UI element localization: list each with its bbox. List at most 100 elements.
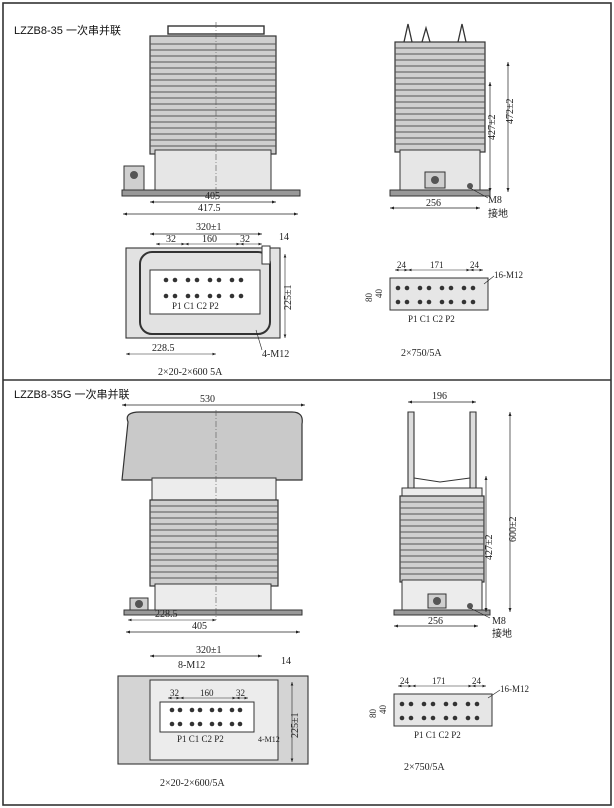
terminal-hole <box>185 293 191 299</box>
terminal-hole <box>197 707 203 713</box>
terminal-hole <box>207 293 213 299</box>
terminal-hole <box>399 701 405 707</box>
dim-32b: 32 <box>240 234 250 245</box>
b-16m12-leader <box>487 689 501 699</box>
panel-a-side-view: 427±2 472±2 256 M8 接地 <box>389 23 516 220</box>
terminal-hole <box>207 277 213 283</box>
secondary-holes <box>395 285 476 305</box>
dim-b225: 225±1 <box>290 713 301 739</box>
terminal-hole <box>421 715 427 721</box>
panel-a-front-view: 405 417.5 <box>121 22 301 216</box>
terminal-hole <box>177 707 183 713</box>
terminal-hole <box>194 277 200 283</box>
b-side-ribs <box>400 501 484 575</box>
dim-196: 196 <box>432 391 447 402</box>
lower-body <box>154 149 272 193</box>
dim-14: 14 <box>279 232 289 243</box>
dim-171: 171 <box>430 260 444 270</box>
dim-b405: 405 <box>192 621 207 632</box>
dim-160: 160 <box>202 234 217 245</box>
b-m8-leader <box>469 607 491 619</box>
b-side-base <box>393 609 491 616</box>
terminal-hole <box>474 701 480 707</box>
dim-b14: 14 <box>281 656 291 667</box>
terminal-hole <box>408 701 414 707</box>
b-secondary-holes <box>399 701 480 721</box>
panel-b-top-view: 320±1 8-M12 14 32 160 32 P1 C1 C2 P2 4-M… <box>117 645 309 789</box>
terminal-hole <box>452 715 458 721</box>
terminal-hole <box>229 721 235 727</box>
terminal-hole <box>177 721 183 727</box>
secondary-board <box>389 277 489 311</box>
terminal-hole <box>216 293 222 299</box>
base-plate <box>121 189 301 197</box>
terminal-hole <box>189 721 195 727</box>
terminal-hole <box>229 293 235 299</box>
primary-loop <box>139 251 271 335</box>
terminal-hole <box>197 721 203 727</box>
16m12-leader <box>483 275 495 285</box>
rating-b-secondary: 2×750/5A <box>404 762 445 773</box>
dim-b32a: 32 <box>170 688 179 698</box>
terminal-hole <box>426 299 432 305</box>
dim-228: 228.5 <box>152 343 175 354</box>
secondary-labels: P1 C1 C2 P2 <box>408 314 455 324</box>
dim-b228: 228.5 <box>155 609 178 620</box>
m8-bolt <box>467 183 473 189</box>
insulator-body <box>149 35 277 155</box>
terminal-hole <box>216 277 222 283</box>
terminal-hole <box>395 299 401 305</box>
terminal-hole <box>169 707 175 713</box>
dim-b32b: 32 <box>236 688 245 698</box>
m12-leader <box>255 329 263 351</box>
panel-b-front-view: 530 228.5 405 <box>121 394 305 634</box>
b-secondary-labels: P1 C1 C2 P2 <box>414 730 461 740</box>
b-nameplate-bolt <box>433 597 441 605</box>
terminal-hole <box>194 293 200 299</box>
rating-a-top: 2×20-2×600 5A <box>158 367 223 378</box>
b-insulator <box>149 499 279 587</box>
dim-600: 600±2 <box>508 517 519 543</box>
terminal-hole <box>465 715 471 721</box>
terminal-hole <box>217 707 223 713</box>
dim-472: 472±2 <box>505 99 516 125</box>
b-terminal-holes <box>169 707 243 727</box>
terminal-hole <box>209 707 215 713</box>
b-loop <box>413 477 471 483</box>
terminal-hole <box>189 707 195 713</box>
dim-80: 80 <box>364 293 374 303</box>
terminal-hole <box>470 285 476 291</box>
terminal-hole <box>461 299 467 305</box>
dim-225: 225±1 <box>283 285 294 311</box>
terminal-hole <box>238 293 244 299</box>
panel-b: LZZB8-35G 一次串并联 530 228.5 405 196 <box>14 387 529 789</box>
b-lower <box>154 583 272 613</box>
terminal-hole <box>461 285 467 291</box>
bolt-16m12: 16-M12 <box>494 270 523 280</box>
terminal-hole <box>169 721 175 727</box>
dim-b24a: 24 <box>400 676 410 686</box>
dim-24b: 24 <box>470 260 480 270</box>
terminal-hole <box>430 715 436 721</box>
b-m8-bolt <box>467 603 473 609</box>
nameplate-bolt <box>431 176 439 184</box>
top-cap <box>121 411 303 481</box>
b-ribs <box>150 505 278 579</box>
dim-24a: 24 <box>397 260 407 270</box>
dim-b256: 256 <box>428 616 443 627</box>
terminal-hole <box>430 701 436 707</box>
b-ground-bolt <box>135 600 143 608</box>
b-ground-label: 接地 <box>492 627 512 640</box>
terminal-hole <box>426 285 432 291</box>
m8-leader <box>469 187 489 199</box>
ground-label: 接地 <box>488 207 508 220</box>
terminal-hole <box>185 277 191 283</box>
terminal-hole <box>417 285 423 291</box>
terminal-hole <box>217 721 223 727</box>
terminal-hole <box>238 277 244 283</box>
dim-b80: 80 <box>368 709 378 719</box>
terminal-hole <box>448 299 454 305</box>
terminal-hole <box>229 707 235 713</box>
dim-b24b: 24 <box>472 676 482 686</box>
